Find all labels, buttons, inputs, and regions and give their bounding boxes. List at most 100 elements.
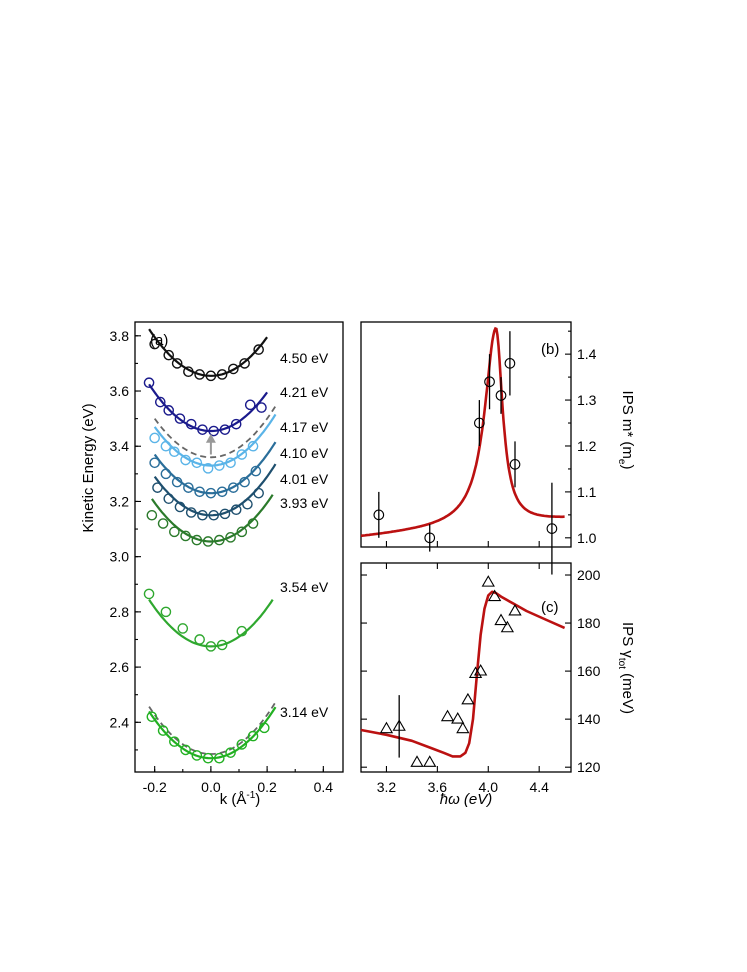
a-x-tick-label: -0.2 xyxy=(143,779,167,795)
a-data-point xyxy=(143,588,155,600)
a-data-point xyxy=(214,460,225,471)
a-data-point xyxy=(180,530,191,542)
c-data-point xyxy=(451,712,465,724)
x-title-close: ) xyxy=(255,791,260,808)
a-fit-curve-1 xyxy=(148,383,268,433)
a-series-label: 4.01 eV xyxy=(280,471,329,487)
c-data-point xyxy=(410,755,424,767)
panel-c-x-axis-title: ħω (eV) xyxy=(440,791,493,808)
a-data-point xyxy=(157,518,169,529)
panel-b-label: (b) xyxy=(541,341,559,358)
a-data-point xyxy=(185,507,197,518)
a-data-point xyxy=(194,369,205,380)
a-data-point xyxy=(194,634,205,645)
a-data-point xyxy=(160,440,172,452)
a-data-point xyxy=(163,405,175,416)
a-data-point xyxy=(169,446,180,458)
a-data-point xyxy=(219,508,231,520)
a-y-tick-label: 3.2 xyxy=(110,493,130,509)
a-data-point xyxy=(216,486,228,498)
a-data-point xyxy=(191,457,203,469)
a-data-point xyxy=(143,377,155,389)
a-series-label: 3.93 eV xyxy=(280,495,329,511)
c-data-point xyxy=(508,603,522,616)
a-series-label: 3.54 eV xyxy=(280,579,329,595)
a-data-point xyxy=(160,468,172,480)
a-data-point xyxy=(236,526,248,538)
a-arrow-head xyxy=(205,433,216,443)
panel-c-frame xyxy=(360,562,572,773)
panel-a-x-axis-title: k (Å-1) xyxy=(220,790,261,808)
a-series-label: 3.14 eV xyxy=(280,704,329,720)
a-data-point xyxy=(247,440,259,452)
a-data-point xyxy=(228,482,239,493)
c-data-point xyxy=(487,589,502,602)
a-data-point xyxy=(197,509,208,521)
a-data-point xyxy=(202,536,214,547)
a-series-label: 4.21 eV xyxy=(280,384,329,400)
a-y-tick-label: 2.6 xyxy=(110,659,130,675)
panel-b-ticks: 1.01.11.21.31.4 xyxy=(385,330,597,547)
b-y-tick-label: 1.3 xyxy=(577,392,597,408)
b-y-tick-label: 1.2 xyxy=(577,438,597,454)
b-data-point xyxy=(504,357,516,369)
a-data-point xyxy=(154,396,166,408)
a-y-tick-label: 3.4 xyxy=(110,438,130,454)
c-y-tick-label: 140 xyxy=(577,711,601,727)
c-data-point xyxy=(494,613,508,626)
a-fit-curve-7 xyxy=(148,599,274,648)
panel-b-frame xyxy=(360,321,572,548)
a-data-point xyxy=(205,370,217,382)
panel-c-y-axis-title: IPS γtot (meV) xyxy=(616,622,636,714)
a-data-point xyxy=(216,369,228,380)
b-data-point xyxy=(424,532,436,544)
a-data-point xyxy=(247,518,259,529)
a-data-point xyxy=(239,476,250,488)
a-data-point xyxy=(171,476,183,488)
a-fit-curve-5 xyxy=(153,463,277,517)
panel-a-curves xyxy=(148,328,277,760)
a-data-point xyxy=(253,487,264,499)
c-data-point xyxy=(423,755,437,767)
b-y-tick-label: 1.4 xyxy=(577,346,597,362)
c-data-point xyxy=(392,719,406,731)
c-x-tick-label: 3.2 xyxy=(377,779,397,795)
a-data-point xyxy=(205,641,217,652)
a-data-point xyxy=(169,736,180,747)
a-data-point xyxy=(146,711,158,723)
a-data-point xyxy=(197,424,208,435)
c-y-tick-label: 180 xyxy=(577,615,601,631)
a-data-point xyxy=(163,349,175,361)
panel-b-fit xyxy=(360,326,565,538)
a-data-point xyxy=(253,344,264,355)
c-data-point xyxy=(473,664,488,676)
b-y-title-close: ) xyxy=(619,464,636,469)
a-data-point xyxy=(225,747,236,758)
a-data-point xyxy=(160,606,172,618)
c-y-title-main: IPS γ xyxy=(619,622,636,658)
c-y-tick-label: 160 xyxy=(577,663,601,679)
b-data-point xyxy=(474,417,485,429)
b-data-point xyxy=(373,509,385,521)
c-data-point xyxy=(456,721,470,734)
a-data-point xyxy=(214,752,225,764)
a-data-point xyxy=(216,639,228,651)
a-data-point xyxy=(236,625,248,637)
a-y-tick-label: 3.8 xyxy=(110,328,130,344)
a-data-point xyxy=(149,432,160,444)
a-data-point xyxy=(149,338,160,350)
a-data-point xyxy=(239,358,250,369)
panel-c-label: (c) xyxy=(541,599,559,616)
c-fit-curve xyxy=(360,590,566,758)
c-data-point xyxy=(440,709,455,722)
a-data-point xyxy=(230,418,242,430)
panel-b-points xyxy=(373,331,558,575)
a-x-tick-label: 0.4 xyxy=(314,779,334,795)
x-title-main: k (Å xyxy=(220,791,247,808)
c-y-title-sub: tot xyxy=(616,658,627,669)
panel-a-y-axis-title: Kinetic Energy (eV) xyxy=(80,403,97,532)
a-data-point xyxy=(171,358,183,369)
